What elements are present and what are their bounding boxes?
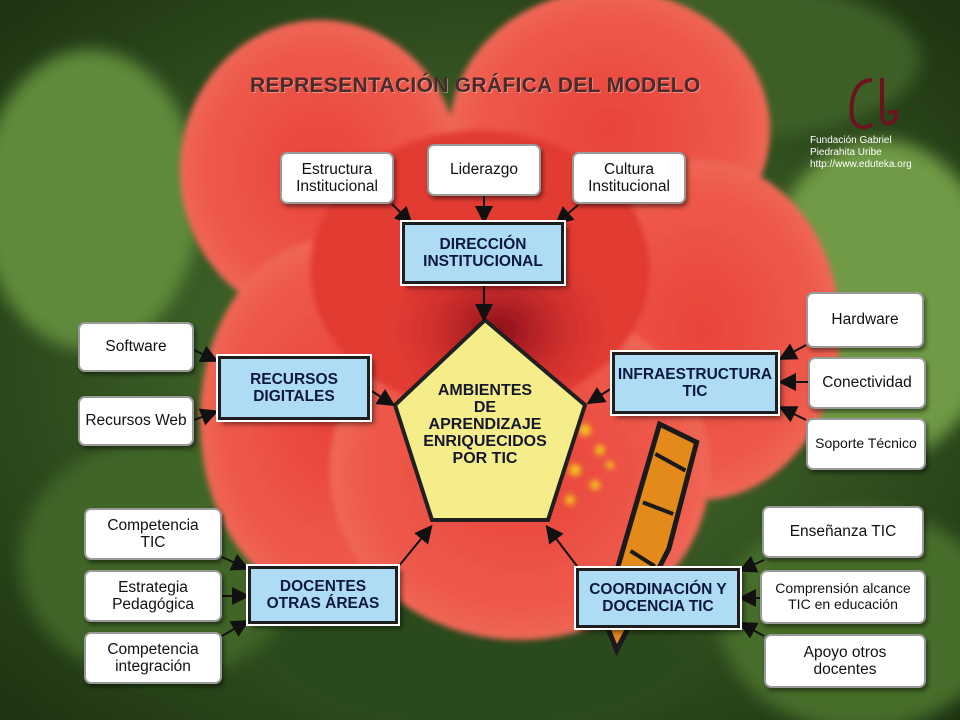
factor-recursos-web: Recursos Web xyxy=(78,396,194,446)
factor-label: Recursos Web xyxy=(85,412,187,430)
center-line: APRENDIZAJE xyxy=(428,416,542,433)
factor-label: Apoyo otros docentes xyxy=(803,643,887,678)
factor-soporte-tecnico: Soporte Técnico xyxy=(806,418,926,470)
center-line: AMBIENTES xyxy=(437,382,533,399)
center-line: DE xyxy=(473,399,497,416)
factor-conectividad: Conectividad xyxy=(808,357,926,409)
factor-label: Enseñanza TIC xyxy=(789,523,897,541)
factor-competencia-integracion: Competencia integración xyxy=(84,632,222,684)
factor-label: Cultura Institucional xyxy=(588,160,670,195)
factor-cultura-institucional: Cultura Institucional xyxy=(572,152,686,204)
component-label: COORDINACIÓN Y DOCENCIA TIC xyxy=(589,580,727,615)
logo-line: http://www.eduteka.org xyxy=(810,159,912,170)
page-title: REPRESENTACIÓN GRÁFICA DEL MODELO xyxy=(250,74,701,97)
center-line: ENRIQUECIDOS xyxy=(423,433,547,450)
factor-label: Hardware xyxy=(831,311,899,329)
logo-line: Fundación Gabriel xyxy=(810,135,892,146)
component-label: INFRAESTRUCTURA TIC xyxy=(617,365,773,400)
component-coordinacion-docencia-tic: COORDINACIÓN Y DOCENCIA TIC xyxy=(574,566,742,630)
center-ambientes-aprendizaje: AMBIENTES DE APRENDIZAJE ENRIQUECIDOS PO… xyxy=(410,382,560,467)
factor-label: Conectividad xyxy=(822,374,912,392)
factor-label: Competencia integración xyxy=(107,640,199,675)
foundation-logo-icon xyxy=(849,78,899,130)
factor-apoyo-otros-docentes: Apoyo otros docentes xyxy=(764,634,926,688)
factor-software: Software xyxy=(78,322,194,372)
factor-estructura-institucional: Estructura Institucional xyxy=(280,152,394,204)
component-label: DIRECCIÓN INSTITUCIONAL xyxy=(423,235,543,270)
factor-label: Estrategia Pedagógica xyxy=(112,578,194,613)
component-recursos-digitales: RECURSOS DIGITALES xyxy=(216,354,372,422)
factor-liderazgo: Liderazgo xyxy=(427,144,541,196)
component-infraestructura-tic: INFRAESTRUCTURA TIC xyxy=(610,350,780,416)
factor-label: Estructura Institucional xyxy=(296,160,378,195)
factor-ensenanza-tic: Enseñanza TIC xyxy=(762,506,924,558)
factor-label: Liderazgo xyxy=(449,161,519,179)
component-docentes-otras-areas: DOCENTES OTRAS ÁREAS xyxy=(246,564,400,626)
factor-label: Comprensión alcance TIC en educación xyxy=(775,580,911,612)
factor-competencia-tic: Competencia TIC xyxy=(84,508,222,560)
component-label: RECURSOS DIGITALES xyxy=(250,370,338,405)
factor-comprension-alcance: Comprensión alcance TIC en educación xyxy=(760,570,926,624)
factor-label: Soporte Técnico xyxy=(815,435,917,452)
foundation-logo-text: Fundación Gabriel Piedrahita Uribe http:… xyxy=(810,135,940,171)
factor-hardware: Hardware xyxy=(806,292,924,348)
factor-label: Competencia TIC xyxy=(107,516,199,551)
factor-label: Software xyxy=(105,338,167,356)
component-label: DOCENTES OTRAS ÁREAS xyxy=(266,577,380,612)
logo-line: Piedrahita Uribe xyxy=(810,147,882,158)
center-line: POR TIC xyxy=(452,450,518,467)
component-direccion-institucional: DIRECCIÓN INSTITUCIONAL xyxy=(400,220,566,286)
factor-estrategia-pedagogica: Estrategia Pedagógica xyxy=(84,570,222,622)
